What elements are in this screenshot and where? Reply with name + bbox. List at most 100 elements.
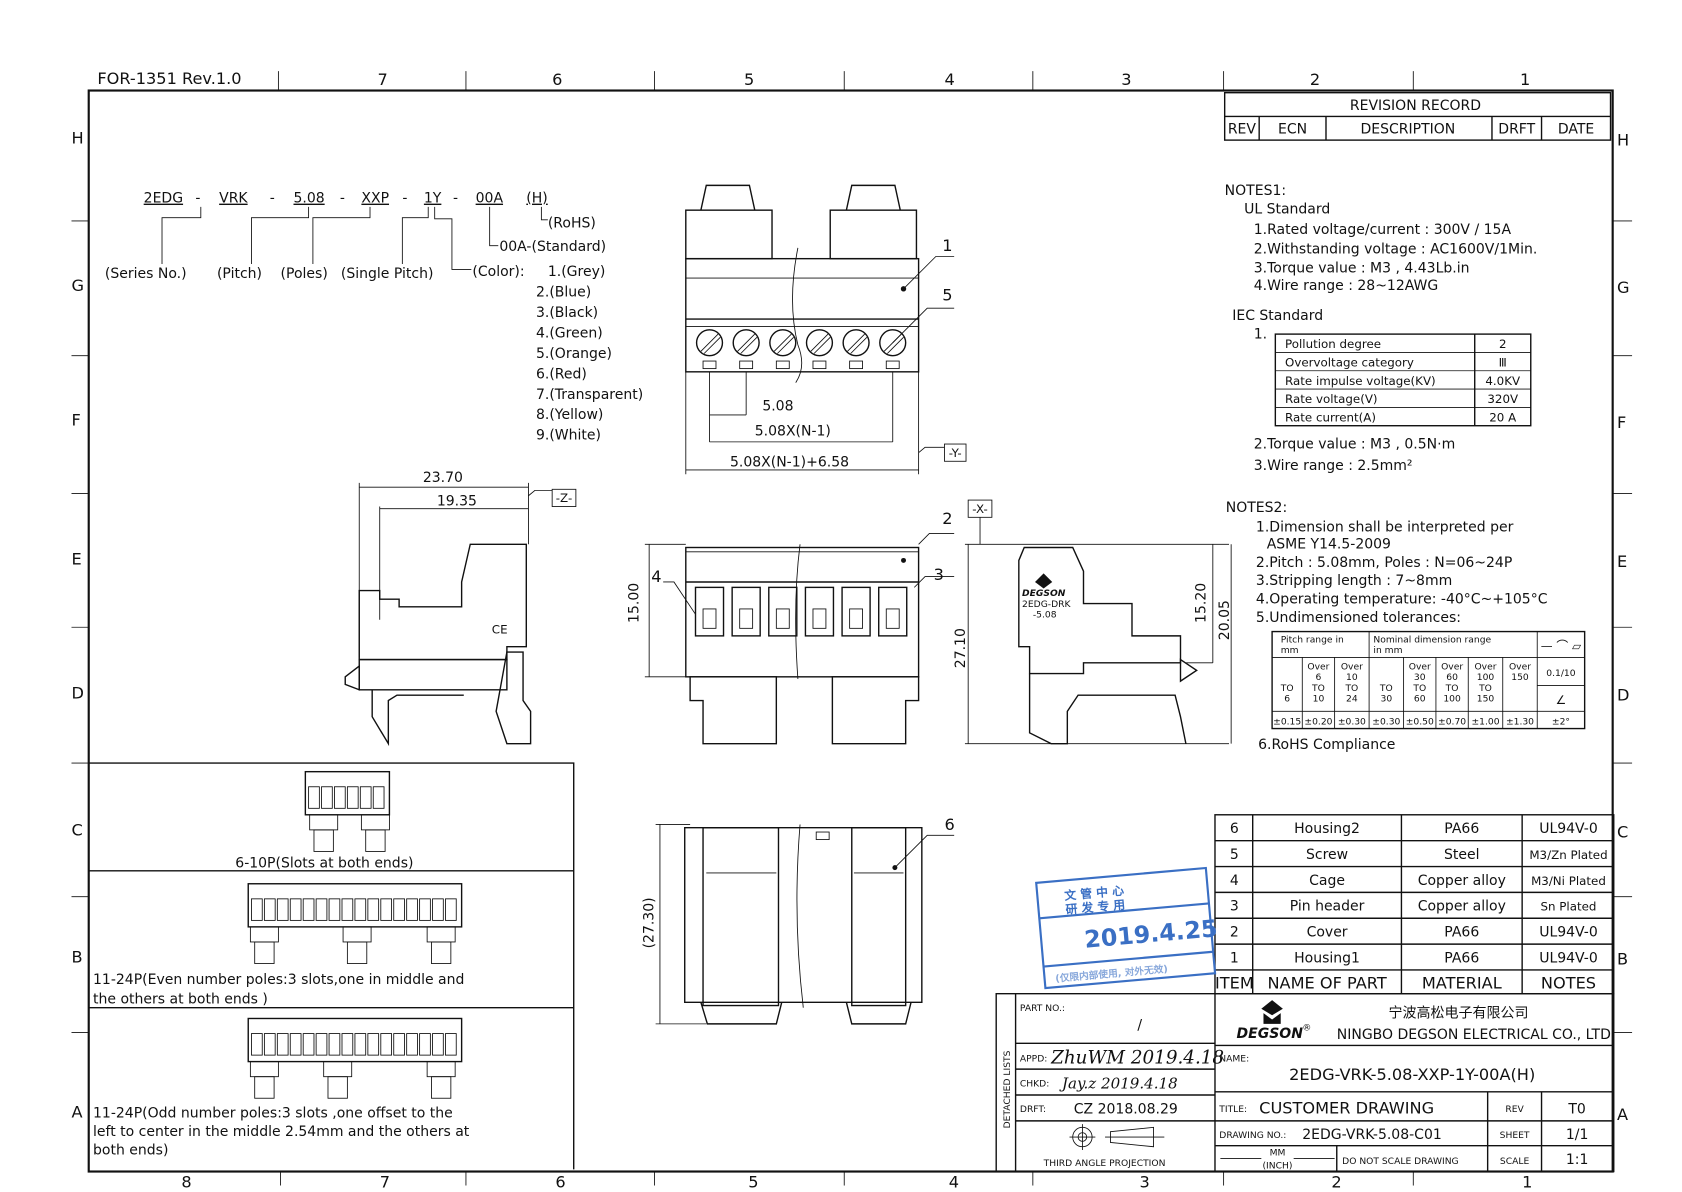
variant-foot (431, 941, 452, 964)
rev-value: T0 (1567, 1101, 1585, 1117)
variant-cage (380, 1033, 393, 1056)
ul-note-3: 3.Torque value : M3 , 4.43Lb.in (1254, 261, 1470, 277)
balloon-6: 6 (944, 815, 954, 834)
pn-dash: - (340, 191, 345, 207)
tol-range: 150 (1477, 694, 1495, 705)
pn-color: 1Y (424, 191, 442, 207)
variant-odd-l3: both ends) (93, 1142, 168, 1158)
stamp-line-2: 研 发 专 用 (1065, 898, 1126, 917)
notes1: NOTES1: UL Standard 1.Rated voltage/curr… (1225, 183, 1538, 474)
name-label: NAME: (1219, 1054, 1249, 1065)
zone-row-left: C (71, 820, 82, 839)
iec-param: Rate current(A) (1285, 410, 1376, 424)
bottom-view: 6 (27.30) (641, 815, 955, 1025)
color-options: 1.(Grey)2.(Blue)3.(Black)4.(Green)5.(Ora… (536, 264, 643, 444)
variant-foot (254, 1076, 275, 1099)
tol-value: ±0.20 (1304, 716, 1332, 727)
variant-body (247, 1017, 463, 1063)
variant-cage (263, 1033, 276, 1056)
zone-row-right: A (1617, 1105, 1628, 1124)
variant-cage (393, 898, 405, 921)
variant-foot (327, 1076, 348, 1099)
dim-side-h1: 15.20 (1193, 583, 1209, 623)
side-marking-2: -5.08 (1033, 610, 1057, 621)
variant-foot (313, 829, 334, 852)
tol-range: TO (1344, 683, 1358, 694)
variant-cage (432, 898, 444, 921)
variant-cage (445, 898, 457, 921)
bom-cell: 4 (1230, 873, 1239, 889)
degson-logo: DEGSON ® (1237, 1000, 1311, 1042)
variant-cage (406, 898, 418, 921)
screw-icon (769, 329, 797, 357)
company-en: NINGBO DEGSON ELECTRICAL CO., LTD (1337, 1027, 1611, 1043)
screw-icon (842, 329, 870, 357)
pn-label-rohs: (RoHS) (548, 215, 596, 231)
pn-type: VRK (219, 191, 248, 207)
zone-col-top: 3 (1121, 70, 1131, 89)
zone-col-top: 2 (1310, 70, 1320, 89)
dim-total-height: 27.10 (953, 628, 969, 668)
tol-value: ±0.50 (1406, 716, 1434, 727)
dim-front-height: 15.00 (626, 583, 642, 623)
zone-col-top: 1 (1520, 70, 1530, 89)
pn-dash: - (402, 191, 407, 207)
variant-foot (254, 941, 275, 964)
bom-cell: 1 (1230, 950, 1239, 966)
tol-flatness: 0.1/10 (1546, 668, 1575, 679)
no-scale-note: DO NOT SCALE DRAWING (1342, 1156, 1459, 1167)
zone-col-bottom: 8 (181, 1173, 191, 1192)
front-view: 15.00 2 3 4 (626, 509, 955, 745)
pn-rohs: (H) (526, 191, 547, 207)
drawing-no-label: DRAWING NO.: (1219, 1130, 1286, 1141)
tol-range: 100 (1443, 694, 1461, 705)
zone-row-left: B (71, 947, 82, 966)
bom-cell: Copper alloy (1418, 899, 1506, 915)
dim-pitch: 5.08 (762, 399, 793, 415)
zone-col-bottom: 2 (1331, 1173, 1341, 1192)
stamp-line-1: 文 管 中 心 (1064, 884, 1125, 903)
bom-cell: PA66 (1444, 821, 1479, 837)
pn-dash: - (453, 191, 458, 207)
title-block: DETACHED LISTS PART NO.: / APPD: ZhuWM 2… (995, 992, 1615, 1173)
variant-cage (354, 1033, 367, 1056)
part-no-value: / (1137, 1017, 1142, 1033)
tol-range: 30 (1414, 672, 1426, 683)
dim-span: 5.08X(N-1) (755, 423, 831, 439)
pn-dash: - (195, 191, 200, 207)
ul-note-4: 4.Wire range : 28~12AWG (1254, 278, 1438, 294)
bom-cell: UL94V-0 (1539, 950, 1598, 966)
pin-marker (812, 360, 827, 370)
wire-cage (804, 586, 835, 637)
bom-cell: Steel (1444, 847, 1480, 863)
tol-range: 150 (1511, 672, 1529, 683)
zone-col-bottom: 7 (380, 1173, 390, 1192)
wire-entry (812, 608, 827, 629)
wire-entry (702, 608, 717, 629)
variant-even-l2: the others at both ends ) (93, 991, 268, 1007)
tol-pitch-header: Pitch range in (1281, 634, 1344, 645)
title-label: TITLE: (1218, 1104, 1247, 1115)
variant-cage (341, 898, 354, 921)
balloon-3: 3 (934, 565, 944, 584)
right-side-view: -X- 27.10 15.20 20.05 DEGSON 2EDG-DRK -5… (953, 499, 1233, 745)
variant-cage (367, 1033, 380, 1056)
sheet-value: 1/1 (1566, 1127, 1589, 1143)
tol-range: 10 (1313, 694, 1325, 705)
variant-slot (342, 926, 372, 943)
top-view: 1 5 5.08 5.08X(N-1) 5.08X(N-1)+6.58 -Y- (685, 184, 967, 475)
variant-odd-l2: left to center in the middle 2.54mm and … (93, 1124, 470, 1140)
variant-cage (308, 786, 320, 809)
screw-icon (879, 329, 907, 357)
variant-cage (302, 898, 315, 921)
drft-col: DRFT (1498, 122, 1535, 138)
tol-range: TO (1478, 683, 1492, 694)
units-mm: MM (1270, 1147, 1286, 1158)
balloon-4: 4 (651, 567, 661, 586)
zone-col-bottom: 4 (949, 1173, 959, 1192)
tol-range: 24 (1346, 694, 1358, 705)
iec-table-border (1274, 333, 1532, 427)
variant-cage (321, 786, 333, 809)
